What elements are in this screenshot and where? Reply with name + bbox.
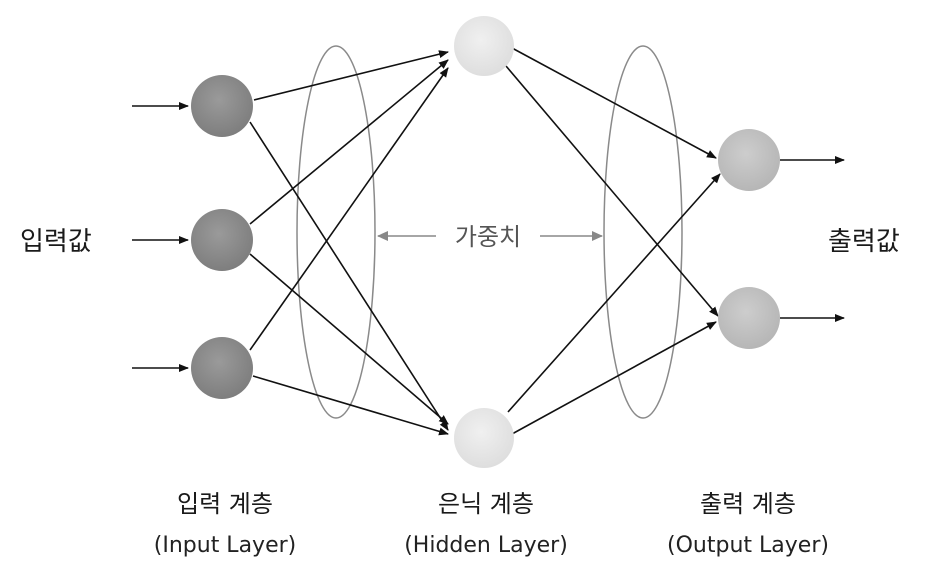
edge-i2-h1	[249, 59, 449, 225]
edge-h1-o2	[505, 65, 719, 317]
weights-label: 가중치	[455, 223, 521, 251]
hidden-node	[454, 16, 514, 76]
output-node	[718, 129, 780, 191]
input-layer-name-ko: 입력 계층	[177, 490, 273, 518]
weights-ellipse-right	[603, 45, 683, 419]
edge-h1-o1	[511, 47, 717, 159]
input-layer-nodes	[191, 75, 253, 399]
input-node	[191, 337, 253, 399]
edge-i3-h2	[252, 375, 449, 436]
edge-h2-o2	[511, 321, 717, 435]
input-arrows	[132, 102, 189, 372]
output-values-label: 출력값	[828, 227, 900, 257]
output-layer-name-en: (Output Layer)	[667, 533, 829, 558]
input-node	[191, 209, 253, 271]
edges-input-hidden	[249, 50, 449, 436]
layer-captions: 입력 계층 (Input Layer) 은닉 계층 (Hidden Layer)…	[154, 490, 829, 558]
output-layer-name-ko: 출력 계층	[700, 490, 796, 518]
edges-hidden-output	[505, 47, 721, 435]
edge-i3-h1	[249, 67, 449, 351]
output-node	[718, 287, 780, 349]
edge-i1-h1	[253, 50, 449, 101]
hidden-layer-name-ko: 은닉 계층	[438, 490, 534, 518]
edge-i1-h2	[249, 121, 449, 431]
input-values-label: 입력값	[20, 227, 92, 257]
input-layer-name-en: (Input Layer)	[154, 533, 296, 558]
hidden-layer-name-en: (Hidden Layer)	[404, 533, 568, 558]
hidden-layer-nodes	[454, 16, 514, 468]
output-layer-nodes	[718, 129, 780, 349]
weights-annotation: 가중치	[377, 223, 603, 251]
hidden-node	[454, 408, 514, 468]
input-node	[191, 75, 253, 137]
edge-h2-o1	[507, 173, 721, 413]
edge-i2-h2	[249, 253, 449, 425]
weights-ellipse-left	[296, 45, 376, 419]
output-arrows	[780, 156, 845, 322]
